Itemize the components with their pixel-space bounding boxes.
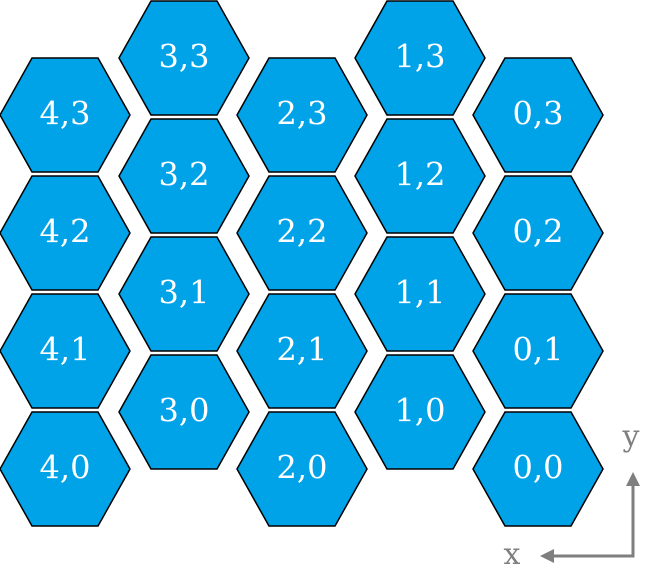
hex-label: 1,2 bbox=[395, 156, 446, 194]
hex-shape bbox=[354, 118, 486, 234]
hex-shape bbox=[0, 57, 131, 173]
hex-cell: 1,0 bbox=[354, 354, 486, 470]
hex-label: 1,1 bbox=[395, 274, 446, 312]
hex-cell: 1,3 bbox=[354, 0, 486, 116]
y-axis-arrowhead bbox=[626, 472, 640, 486]
hex-label: 2,3 bbox=[277, 95, 328, 133]
hex-shape bbox=[354, 0, 486, 116]
hex-cell: 0,0 bbox=[472, 411, 604, 527]
x-axis-arrowhead bbox=[540, 549, 554, 563]
hex-label: 2,1 bbox=[277, 331, 328, 369]
hex-label: 4,1 bbox=[40, 331, 91, 369]
hex-label: 0,2 bbox=[513, 213, 564, 251]
hex-label: 0,0 bbox=[513, 449, 564, 487]
hex-cell: 3,1 bbox=[118, 236, 250, 352]
hex-grid: 4,3 4,2 4,1 4,0 3,3 3,2 3,1 3,0 2,3 2,2 2,1 2,0 1,3 1… bbox=[0, 0, 604, 527]
hex-shape bbox=[118, 0, 250, 116]
hex-shape bbox=[472, 175, 604, 291]
hex-shape bbox=[236, 411, 368, 527]
hex-label: 3,1 bbox=[159, 274, 210, 312]
hex-shape bbox=[472, 57, 604, 173]
hex-shape bbox=[118, 354, 250, 470]
hex-label: 1,3 bbox=[395, 38, 446, 76]
hex-cell: 1,1 bbox=[354, 236, 486, 352]
y-axis-label: y bbox=[622, 419, 640, 454]
hex-label: 0,3 bbox=[513, 95, 564, 133]
hex-cell: 2,2 bbox=[236, 175, 368, 291]
hex-cell: 2,0 bbox=[236, 411, 368, 527]
hex-label: 3,2 bbox=[159, 156, 210, 194]
hex-label: 4,0 bbox=[40, 449, 91, 487]
hex-shape bbox=[0, 411, 131, 527]
axis-indicator: y x bbox=[504, 419, 640, 567]
hex-cell: 0,2 bbox=[472, 175, 604, 291]
hex-cell: 1,2 bbox=[354, 118, 486, 234]
hex-shape bbox=[354, 354, 486, 470]
hex-cell: 0,3 bbox=[472, 57, 604, 173]
hex-cell: 3,0 bbox=[118, 354, 250, 470]
hex-cell: 4,0 bbox=[0, 411, 131, 527]
hex-cell: 2,3 bbox=[236, 57, 368, 173]
hex-cell: 4,1 bbox=[0, 293, 131, 409]
hex-label: 4,3 bbox=[40, 95, 91, 133]
hex-shape bbox=[236, 175, 368, 291]
hex-shape bbox=[0, 175, 131, 291]
hex-cell: 3,2 bbox=[118, 118, 250, 234]
hex-shape bbox=[472, 411, 604, 527]
hex-cell: 4,3 bbox=[0, 57, 131, 173]
hex-shape bbox=[236, 57, 368, 173]
hex-shape bbox=[472, 293, 604, 409]
x-axis-label: x bbox=[504, 537, 521, 567]
hex-label: 1,0 bbox=[395, 392, 446, 430]
hex-shape bbox=[118, 236, 250, 352]
hex-shape bbox=[236, 293, 368, 409]
hex-label: 3,3 bbox=[159, 38, 210, 76]
hex-shape bbox=[118, 118, 250, 234]
hex-cell: 3,3 bbox=[118, 0, 250, 116]
hex-cell: 0,1 bbox=[472, 293, 604, 409]
hex-label: 2,2 bbox=[277, 213, 328, 251]
hex-label: 2,0 bbox=[277, 449, 328, 487]
hex-label: 0,1 bbox=[513, 331, 564, 369]
hex-shape bbox=[0, 293, 131, 409]
hex-label: 3,0 bbox=[159, 392, 210, 430]
hex-cell: 4,2 bbox=[0, 175, 131, 291]
hex-shape bbox=[354, 236, 486, 352]
hex-label: 4,2 bbox=[40, 213, 91, 251]
hex-cell: 2,1 bbox=[236, 293, 368, 409]
